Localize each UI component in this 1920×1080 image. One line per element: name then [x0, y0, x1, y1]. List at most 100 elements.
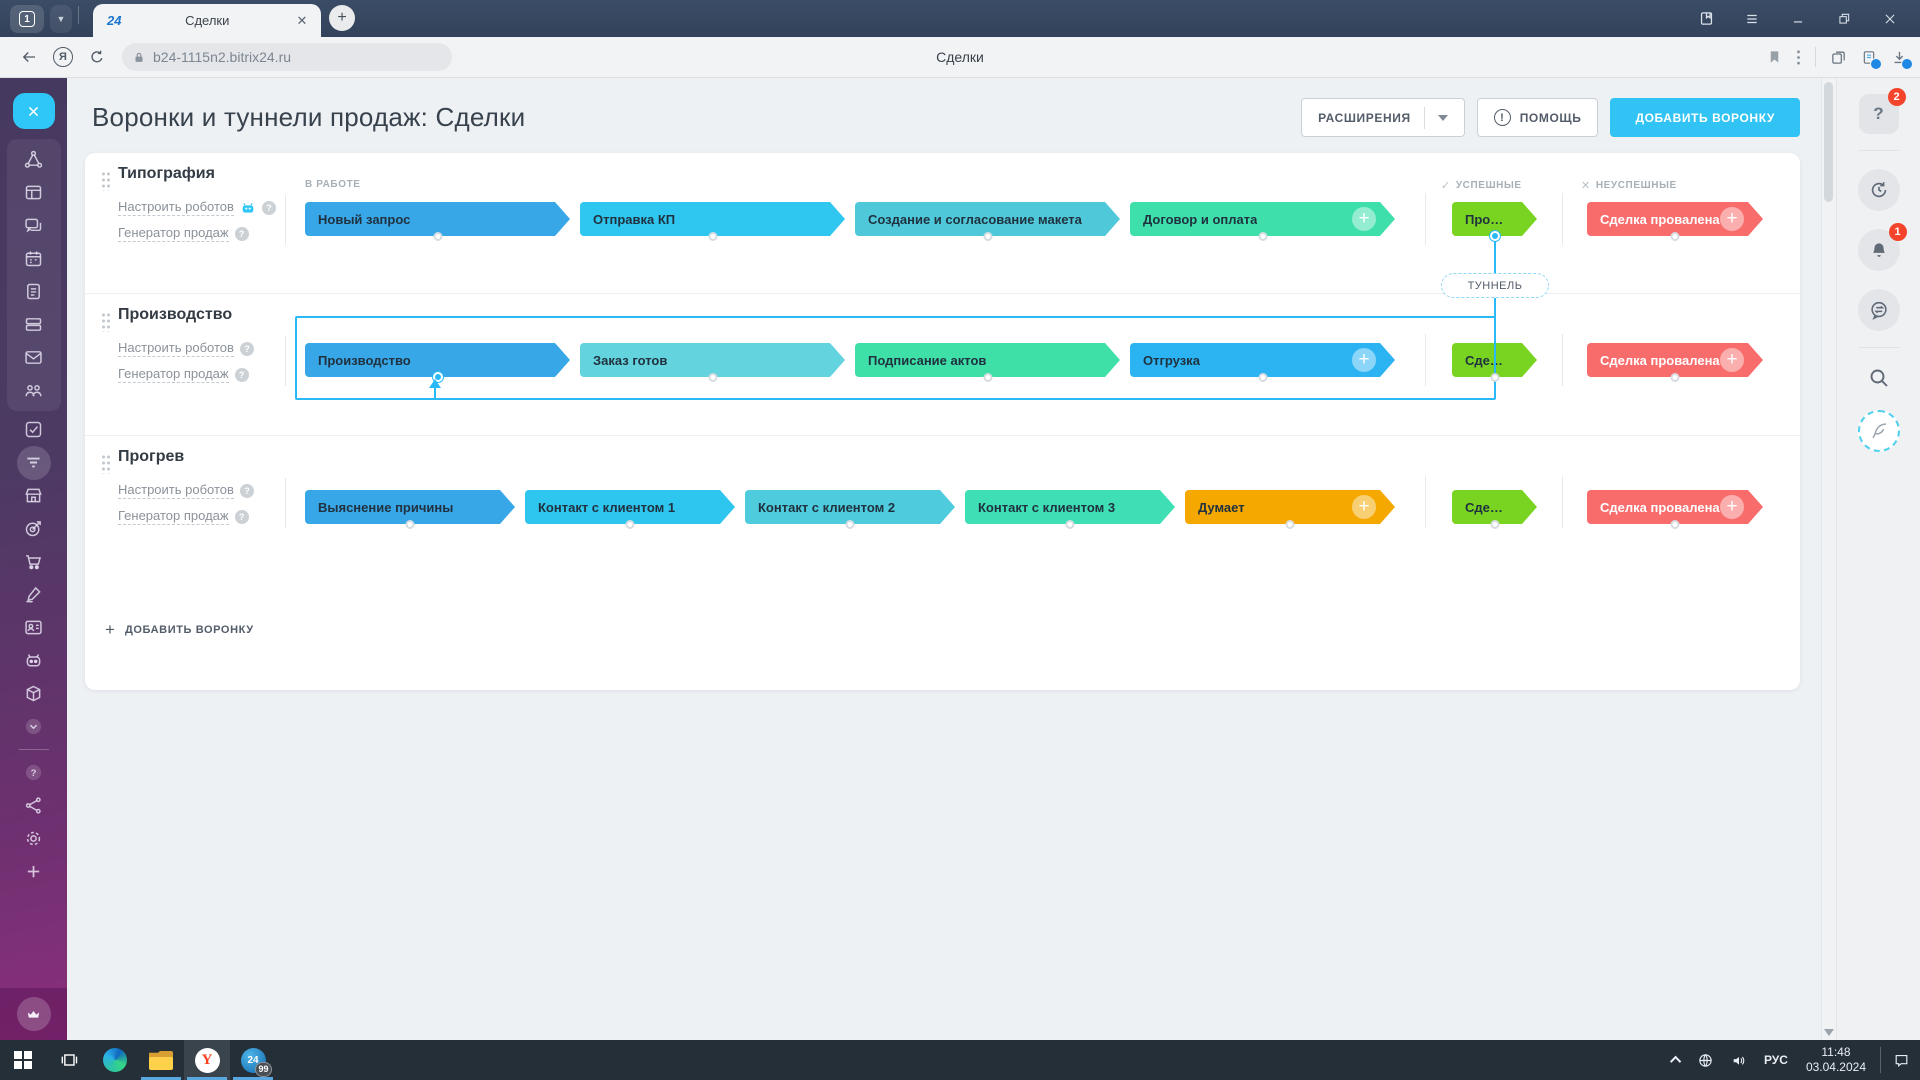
add-funnel-link[interactable]: + ДОБАВИТЬ ВОРОНКУ — [105, 620, 254, 639]
yandex-icon[interactable]: Я — [46, 42, 80, 72]
sidebar-item-automation[interactable] — [7, 644, 61, 677]
stage-connector-dot[interactable] — [1258, 373, 1267, 382]
sidebar-item-add[interactable] — [7, 855, 61, 888]
stage-2-4[interactable]: Думает + — [1185, 490, 1395, 529]
stage-connector-dot[interactable] — [1670, 373, 1680, 382]
sidebar-item-tasks[interactable] — [7, 413, 61, 446]
extension-doc-icon[interactable] — [1861, 49, 1882, 70]
tab-group-button[interactable]: 1 — [10, 5, 44, 33]
explorer-taskbar-icon[interactable] — [138, 1040, 184, 1080]
stage-fail[interactable]: Сделка провалена + — [1587, 202, 1763, 241]
add-stage-icon[interactable]: + — [1352, 348, 1376, 372]
stage-2-3[interactable]: Контакт с клиентом 3 — [965, 490, 1175, 529]
stage-1-0[interactable]: Производство — [305, 343, 570, 382]
window-close-icon[interactable] — [1870, 4, 1910, 34]
help-hint-icon[interactable]: ? — [261, 200, 276, 215]
stage-success[interactable]: Сделка ... — [1452, 490, 1537, 529]
stage-connector-dot[interactable] — [405, 520, 415, 529]
minimize-icon[interactable] — [1778, 4, 1818, 34]
chevron-down-icon[interactable] — [1437, 114, 1448, 121]
stage-connector-dot[interactable] — [1065, 520, 1075, 529]
stage-2-2[interactable]: Контакт с клиентом 2 — [745, 490, 955, 529]
edge-taskbar-icon[interactable] — [92, 1040, 138, 1080]
browser-tab[interactable]: 24 Сделки ✕ — [93, 4, 321, 37]
sidebar-item-invite[interactable] — [7, 789, 61, 822]
network-icon[interactable] — [1691, 1040, 1720, 1080]
sales-generator-link[interactable]: Генератор продаж — [118, 225, 229, 242]
sidebar-tariff-item[interactable] — [0, 988, 67, 1040]
bookmark-icon[interactable] — [1767, 49, 1782, 65]
stage-connector-dot[interactable] — [1670, 520, 1680, 529]
setup-robots-link[interactable]: Настроить роботов — [118, 199, 234, 216]
sidebar-item-feed[interactable] — [7, 143, 61, 176]
sales-generator-link[interactable]: Генератор продаж — [118, 366, 229, 383]
sidebar-item-documents[interactable] — [7, 275, 61, 308]
stage-2-1[interactable]: Контакт с клиентом 1 — [525, 490, 735, 529]
yandex-browser-taskbar-icon[interactable]: Y — [184, 1040, 230, 1080]
add-stage-icon[interactable]: + — [1352, 495, 1376, 519]
sidebar-item-workspace[interactable] — [7, 176, 61, 209]
success-stage[interactable]: Произв... — [1452, 202, 1537, 241]
language-indicator[interactable]: РУС — [1763, 1053, 1788, 1067]
funnel-name[interactable]: Производство — [118, 306, 233, 323]
action-center-icon[interactable] — [1887, 1040, 1916, 1080]
stage-1-1[interactable]: Заказ готов — [580, 343, 845, 382]
downloads-icon[interactable] — [1891, 49, 1913, 70]
drag-handle-icon[interactable] — [101, 171, 110, 191]
sidebar-item-crm[interactable] — [7, 445, 61, 480]
sidebar-item-store[interactable] — [7, 479, 61, 512]
help-hint-icon[interactable]: ? — [239, 483, 254, 498]
sidebar-item-more[interactable] — [7, 710, 61, 743]
scrollbar-thumb[interactable] — [1824, 82, 1833, 202]
sidebar-item-groups[interactable] — [7, 374, 61, 407]
helpdesk-button[interactable]: ? 2 — [1858, 88, 1906, 134]
extensions-icon[interactable] — [1830, 49, 1847, 66]
drag-handle-icon[interactable] — [101, 454, 110, 474]
sales-generator-link[interactable]: Генератор продаж — [118, 508, 229, 525]
content-scrollbar[interactable] — [1821, 78, 1836, 1040]
tab-group-chevron-icon[interactable]: ▼ — [50, 5, 72, 33]
stage-0-1[interactable]: Отправка КП — [580, 202, 845, 241]
help-hint-icon[interactable]: ? — [234, 509, 249, 524]
help-hint-icon[interactable]: ? — [234, 226, 249, 241]
stage-2-0[interactable]: Выяснение причины — [305, 490, 515, 529]
stage-connector-dot[interactable] — [1285, 520, 1295, 529]
stage-connector-dot[interactable] — [708, 232, 717, 241]
drag-handle-icon[interactable] — [101, 312, 110, 332]
success-stage[interactable]: Сделка ... — [1452, 490, 1537, 529]
tray-expand-icon[interactable] — [1667, 1040, 1687, 1080]
address-bar[interactable]: b24-1115n2.bitrix24.ru — [122, 43, 452, 71]
task-view-button[interactable] — [46, 1040, 92, 1080]
stage-connector-dot[interactable] — [983, 373, 992, 382]
stage-0-3[interactable]: Договор и оплата + — [1130, 202, 1395, 241]
stage-connector-dot[interactable] — [845, 520, 855, 529]
stage-connector-dot[interactable] — [1490, 520, 1499, 529]
reload-icon[interactable] — [80, 42, 114, 72]
stage-connector-dot[interactable] — [625, 520, 635, 529]
bitrix24-taskbar-icon[interactable]: 24 99 — [230, 1040, 276, 1080]
sidebar-item-messenger[interactable] — [7, 209, 61, 242]
search-icon[interactable] — [1867, 366, 1891, 390]
sidebar-item-marketing[interactable] — [7, 512, 61, 545]
sidebar-close-button[interactable] — [12, 93, 55, 129]
history-button[interactable] — [1857, 169, 1900, 211]
fail-stage[interactable]: Сделка провалена + — [1587, 343, 1763, 382]
stage-1-2[interactable]: Подписание актов — [855, 343, 1120, 382]
add-stage-icon[interactable]: + — [1720, 495, 1744, 519]
stage-connector-dot[interactable] — [433, 232, 442, 241]
start-button[interactable] — [0, 1040, 46, 1080]
messages-button[interactable] — [1857, 289, 1900, 331]
sidebar-item-applications[interactable] — [7, 677, 61, 710]
add-stage-icon[interactable]: + — [1352, 207, 1376, 231]
bookmarks-panel-icon[interactable] — [1686, 4, 1726, 34]
sidebar-item-contact-center[interactable] — [7, 611, 61, 644]
partner-logo[interactable] — [1857, 410, 1900, 452]
stage-0-2[interactable]: Создание и согласование макета — [855, 202, 1120, 241]
stage-connector-dot[interactable] — [1670, 232, 1680, 241]
browser-menu-icon[interactable] — [1732, 4, 1772, 34]
toolbar-menu-icon[interactable] — [1796, 49, 1801, 66]
new-tab-button[interactable]: + — [329, 5, 355, 31]
stage-connector-dot[interactable] — [708, 373, 717, 382]
tunnel-label[interactable]: ТУННЕЛЬ — [1441, 273, 1549, 298]
